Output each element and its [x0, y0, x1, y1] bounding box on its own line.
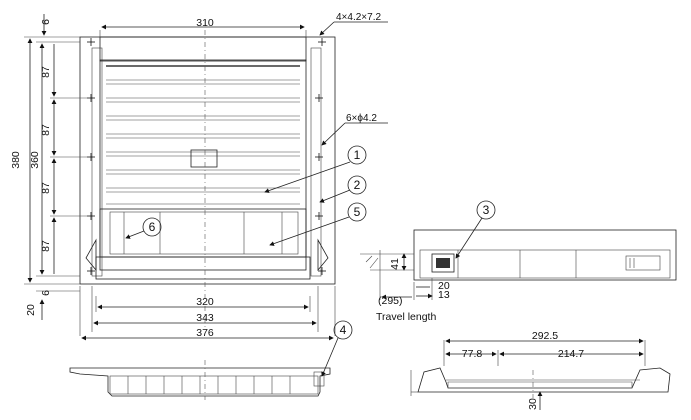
dim-mount-slots: 4×4.2×7.2 [336, 12, 381, 23]
dim-87-b: 87 [40, 124, 52, 136]
front-view: 4 [69, 320, 353, 400]
mount-holes [87, 38, 326, 275]
top-flange [99, 36, 307, 62]
dim-20-bottom: 20 [25, 304, 37, 316]
dim-320: 320 [196, 296, 214, 308]
tray-panel [99, 59, 307, 271]
left-rail [91, 47, 103, 277]
dim-376: 376 [196, 327, 214, 339]
top-view: 310 4×4.2×7.2 6×ϕ4.2 380 360 87 87 87 87… [10, 12, 388, 341]
compartment-dividers [123, 212, 283, 254]
callout-1: 1 [264, 145, 367, 193]
travel-length-label: Travel length [376, 311, 436, 323]
dim-13: 13 [438, 289, 450, 301]
dim-6-bottom: 6 [40, 290, 52, 296]
right-rail [310, 47, 322, 277]
dim-mount-holes: 6×ϕ4.2 [346, 113, 377, 124]
dim-41: 41 [389, 258, 401, 270]
dim-380: 380 [10, 151, 22, 169]
callout-4: 4 [321, 320, 353, 377]
dim-87-a: 87 [40, 66, 52, 78]
dim-214-7: 214.7 [558, 348, 584, 360]
bracket-left [85, 238, 97, 272]
dim-6-top: 6 [40, 19, 52, 25]
svg-text:6: 6 [149, 220, 156, 234]
outer-frame [79, 36, 336, 285]
svg-text:5: 5 [354, 205, 361, 219]
bracket-right [317, 238, 329, 272]
side-view: 41 20 13 (295) Travel length 3 [360, 200, 677, 323]
dim-20-side: 20 [438, 280, 450, 292]
dim-292-5: 292.5 [532, 330, 558, 342]
dim-30: 30 [527, 398, 539, 410]
bottom-tray [95, 256, 311, 280]
callout-6: 6 [125, 217, 162, 239]
dim-343: 343 [196, 312, 214, 324]
lower-compartment [99, 208, 307, 258]
lower-compartment-inner [109, 211, 299, 255]
dim-87-d: 87 [40, 240, 52, 252]
callout-2: 2 [319, 175, 367, 203]
dim-77-8: 77.8 [462, 348, 483, 360]
center-handle [190, 149, 218, 168]
dim-travel-value: (295) [378, 295, 403, 307]
dim-87-c: 87 [40, 182, 52, 194]
svg-text:2: 2 [354, 178, 361, 192]
svg-text:1: 1 [354, 148, 361, 162]
callout-5: 5 [269, 202, 367, 246]
section-view: 292.5 77.8 214.7 30 [410, 330, 671, 410]
dim-310: 310 [196, 17, 214, 29]
callout-3: 3 [455, 200, 496, 259]
tray-ribs [106, 65, 300, 205]
svg-text:3: 3 [483, 203, 490, 217]
dim-360: 360 [29, 151, 41, 169]
svg-text:4: 4 [340, 323, 347, 337]
